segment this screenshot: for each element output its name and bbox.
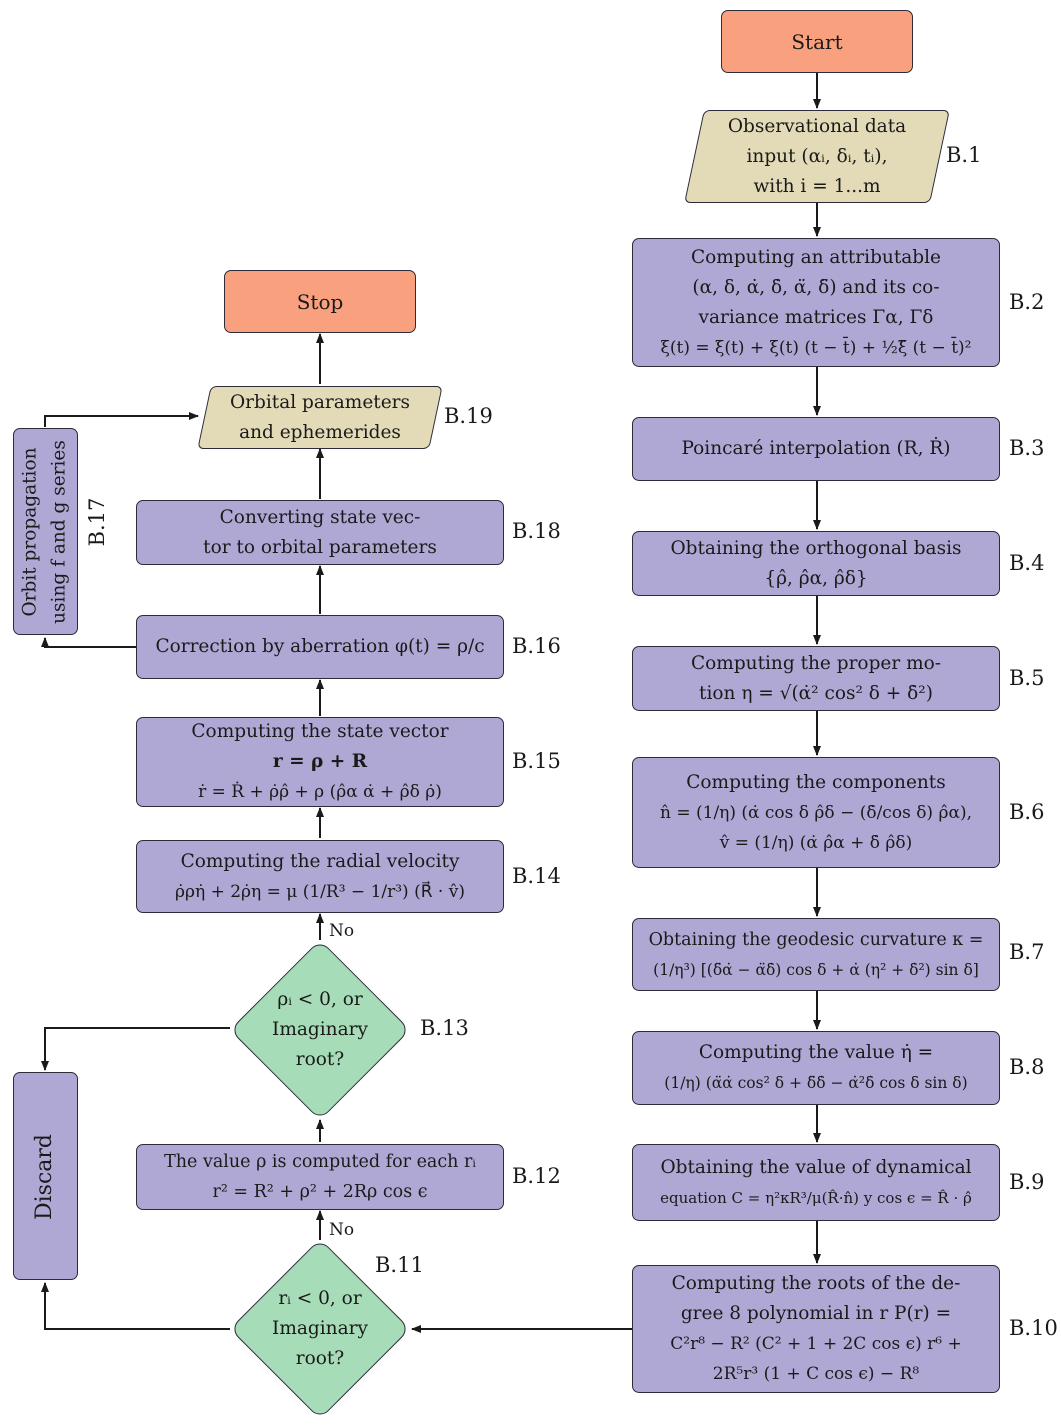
- b13-no-label: No: [329, 921, 355, 941]
- b4-node: Obtaining the orthogonal basis {ρ̂, ρ̂α,…: [632, 531, 1000, 596]
- b1-line-2: input (αᵢ, δᵢ, tᵢ),: [746, 145, 888, 167]
- b4-line-1: Obtaining the orthogonal basis: [670, 537, 962, 559]
- b18-node: Converting state vec- tor to orbital par…: [136, 500, 504, 565]
- edge-b16-b17: [41, 637, 136, 648]
- b17-text: Orbit propagation using f and g series: [16, 429, 76, 636]
- b13-line-1: ρᵢ < 0, or: [277, 989, 363, 1010]
- b11-node: rᵢ < 0, or Imaginary root?: [229, 1238, 411, 1420]
- b10-line-3: C²r⁸ − R² (C² + 1 + 2C cos ϵ) r⁶ +: [670, 1334, 962, 1354]
- b17-node: [13, 428, 78, 635]
- b16-line-1: Correction by aberration φ(t) = ρ/c: [155, 636, 485, 657]
- b11-line-2: Imaginary: [272, 1318, 368, 1339]
- edge-b17-b19: [44, 412, 199, 427]
- b2-label: B.2: [1009, 290, 1045, 314]
- discard-node: [13, 1072, 78, 1280]
- b19-line-1: Orbital parameters: [230, 391, 410, 413]
- b11-label: B.11: [375, 1253, 424, 1277]
- b6-node: Computing the components n̂ = (1/η) (α̇ …: [632, 757, 1000, 868]
- b7-node: Obtaining the geodesic curvature κ = (1/…: [632, 918, 1000, 991]
- b9-line-1: Obtaining the value of dynamical: [660, 1156, 972, 1178]
- b1-line-1: Observational data: [727, 115, 907, 137]
- b13-label: B.13: [420, 1016, 469, 1040]
- b15-node: Computing the state vector r = ρ + R ṙ =…: [136, 717, 504, 807]
- b11-line-1: rᵢ < 0, or: [278, 1288, 362, 1309]
- b15-line-2: r = ρ + R: [272, 751, 368, 772]
- b2-line-1: Computing an attributable: [691, 246, 941, 268]
- b9-node: Obtaining the value of dynamical equatio…: [632, 1144, 1000, 1221]
- b7-line-2: (1/η³) [(δ̈α̇ − α̈δ̇) cos δ + α̇ (η² + δ…: [653, 960, 979, 979]
- b1-node: Observational data input (αᵢ, δᵢ, tᵢ), w…: [684, 110, 950, 203]
- b2-node: Computing an attributable (α, δ, α̇, δ̇,…: [632, 238, 1000, 367]
- b15-label: B.15: [512, 749, 561, 773]
- b18-line-1: Converting state vec-: [219, 506, 421, 528]
- b17-line-2: using f and g series: [48, 440, 70, 624]
- b2-line-4: ξ(t) = ξ(t) + ξ̇(t) (t − t̄) + ½ξ̈ (t − …: [660, 337, 972, 358]
- b13-line-3: root?: [295, 1049, 345, 1070]
- stop-node: Stop: [224, 270, 416, 333]
- discard-line-1: Discard: [32, 1134, 57, 1221]
- b12-node: The value ρ is computed for each rᵢ r² =…: [136, 1144, 504, 1210]
- b10-line-2: gree 8 polynomial in r P(r) =: [680, 1303, 952, 1324]
- b8-node: Computing the value η̇ = (1/η) (α̈α̇ cos…: [632, 1031, 1000, 1105]
- b18-line-2: tor to orbital parameters: [203, 536, 437, 558]
- b12-line-2: r² = R² + ρ² + 2Rρ cos ϵ: [212, 1182, 428, 1202]
- b4-label: B.4: [1009, 551, 1045, 575]
- b19-node: Orbital parameters and ephemerides: [197, 386, 443, 449]
- edge-b11-discard: [41, 1282, 230, 1330]
- b17-line-1: Orbit propagation: [19, 447, 41, 617]
- b5-node: Computing the proper mo- tion η = √(α̇² …: [632, 646, 1000, 711]
- b5-line-2: tion η = √(α̇² cos² δ + δ̇²): [699, 682, 933, 704]
- b11-line-3: root?: [295, 1348, 345, 1369]
- b12-label: B.12: [512, 1164, 561, 1188]
- b8-line-1: Computing the value η̇ =: [698, 1042, 934, 1063]
- b7-line-1: Obtaining the geodesic curvature κ =: [648, 929, 984, 950]
- b6-line-3: v̂ = (1/η) (α̇ ρ̂α + δ̇ ρ̂δ): [719, 832, 913, 853]
- b3-line-1: Poincaré interpolation (R, Ṙ): [681, 438, 951, 459]
- b18-label: B.18: [512, 519, 561, 543]
- b3-label: B.3: [1009, 436, 1045, 460]
- b6-label: B.6: [1009, 800, 1045, 824]
- b4-line-2: {ρ̂, ρ̂α, ρ̂δ}: [764, 567, 868, 589]
- b5-line-1: Computing the proper mo-: [690, 652, 942, 674]
- b19-label: B.19: [444, 404, 493, 428]
- b8-label: B.8: [1009, 1055, 1045, 1079]
- b14-line-1: Computing the radial velocity: [180, 850, 460, 872]
- b13-line-2: Imaginary: [272, 1019, 368, 1040]
- b11-no-label: No: [329, 1220, 355, 1240]
- discard-text: Discard: [30, 1073, 60, 1281]
- b5-label: B.5: [1009, 666, 1045, 690]
- b6-line-1: Computing the components: [686, 771, 946, 793]
- start-node: Start: [721, 10, 913, 73]
- start-text: Start: [791, 29, 843, 54]
- b13-node: ρᵢ < 0, or Imaginary root?: [229, 939, 411, 1121]
- b10-node: Computing the roots of the de- gree 8 po…: [632, 1265, 1000, 1393]
- b14-label: B.14: [512, 864, 561, 888]
- b16-label: B.16: [512, 634, 561, 658]
- b10-line-4: 2R⁵r³ (1 + C cos ϵ) − R⁸: [712, 1364, 920, 1384]
- b2-line-2: (α, δ, α̇, δ̇, α̈, δ̈) and its co-: [692, 276, 940, 298]
- b14-line-2: ρ̇ρη̇ + 2ρ̇η = μ (1/R³ − 1/r³) (R⃗ · v̂): [175, 881, 465, 902]
- b15-line-1: Computing the state vector: [191, 721, 449, 742]
- b3-node: Poincaré interpolation (R, Ṙ): [632, 417, 1000, 481]
- b2-line-3: variance matrices Γα, Γδ: [698, 306, 934, 328]
- b17-label: B.17: [85, 497, 109, 547]
- b8-line-2: (1/η) (α̈α̇ cos² δ + δ̈δ̇ − α̇²δ̇ cos δ …: [664, 1074, 968, 1092]
- b1-line-3: with i = 1...m: [753, 175, 881, 197]
- b19-line-2: and ephemerides: [239, 421, 401, 443]
- b14-node: Computing the radial velocity ρ̇ρη̇ + 2ρ…: [136, 840, 504, 913]
- b10-label: B.10: [1009, 1316, 1058, 1340]
- edge-b13-discard: [41, 1027, 230, 1071]
- b7-label: B.7: [1009, 940, 1045, 964]
- b10-line-1: Computing the roots of the de-: [671, 1273, 961, 1294]
- b15-line-3: ṙ = Ṙ + ρ̇ρ̂ + ρ (ρ̂α α̇ + ρ̂δ ρ̇): [198, 782, 442, 802]
- b16-node: Correction by aberration φ(t) = ρ/c: [136, 615, 504, 679]
- b1-label: B.1: [946, 143, 982, 167]
- b6-line-2: n̂ = (1/η) (α̇ cos δ ρ̂δ − (δ̇/cos δ) ρ̂…: [660, 802, 972, 823]
- b12-line-1: The value ρ is computed for each rᵢ: [164, 1152, 476, 1172]
- b9-label: B.9: [1009, 1170, 1045, 1194]
- b9-line-2: equation C = η²κR³/μ(R̂·n̂) y cos ϵ = R̂…: [660, 1188, 972, 1207]
- stop-text: Stop: [296, 289, 344, 314]
